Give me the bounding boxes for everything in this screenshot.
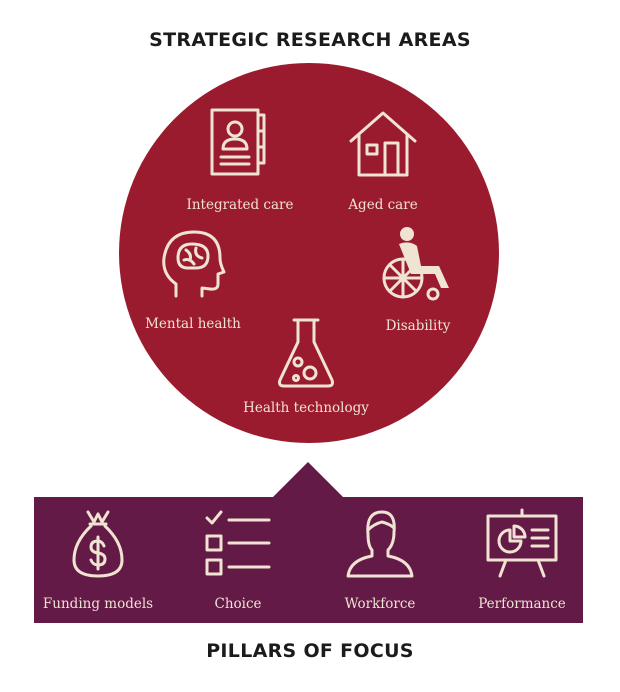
pillar-label: Funding models <box>42 596 154 612</box>
research-area-integrated-care: Integrated care <box>180 107 300 213</box>
pillar-label: Performance <box>478 596 566 612</box>
presentation-board-icon <box>486 508 558 578</box>
research-area-mental-health: Mental health <box>138 228 248 332</box>
research-area-disability: Disability <box>368 224 468 334</box>
research-area-label: Disability <box>385 318 451 334</box>
wheelchair-icon <box>382 227 449 301</box>
pillar-funding-models: Funding models <box>40 508 156 612</box>
pillar-label: Workforce <box>344 596 416 612</box>
pillars-of-focus-heading: PILLARS OF FOCUS <box>206 640 414 662</box>
band-pointer <box>272 462 344 498</box>
money-bag-icon <box>72 510 124 578</box>
checklist-icon <box>205 510 271 576</box>
record-file-icon <box>210 108 266 176</box>
pillar-choice: Choice <box>192 508 284 612</box>
brain-head-icon <box>162 230 226 298</box>
flask-icon <box>278 318 334 388</box>
research-area-label: Integrated care <box>186 197 294 213</box>
research-area-label: Health technology <box>243 400 369 416</box>
research-area-health-technology: Health technology <box>238 316 374 416</box>
person-icon <box>346 510 414 578</box>
strategic-research-areas-heading: STRATEGIC RESEARCH AREAS <box>149 29 471 51</box>
pillar-workforce: Workforce <box>334 508 426 612</box>
pillar-label: Choice <box>214 596 262 612</box>
research-area-label: Mental health <box>145 316 241 332</box>
pillar-performance: Performance <box>470 508 574 612</box>
research-area-label: Aged care <box>348 197 418 213</box>
house-icon <box>349 111 417 177</box>
research-area-aged-care: Aged care <box>328 107 438 213</box>
